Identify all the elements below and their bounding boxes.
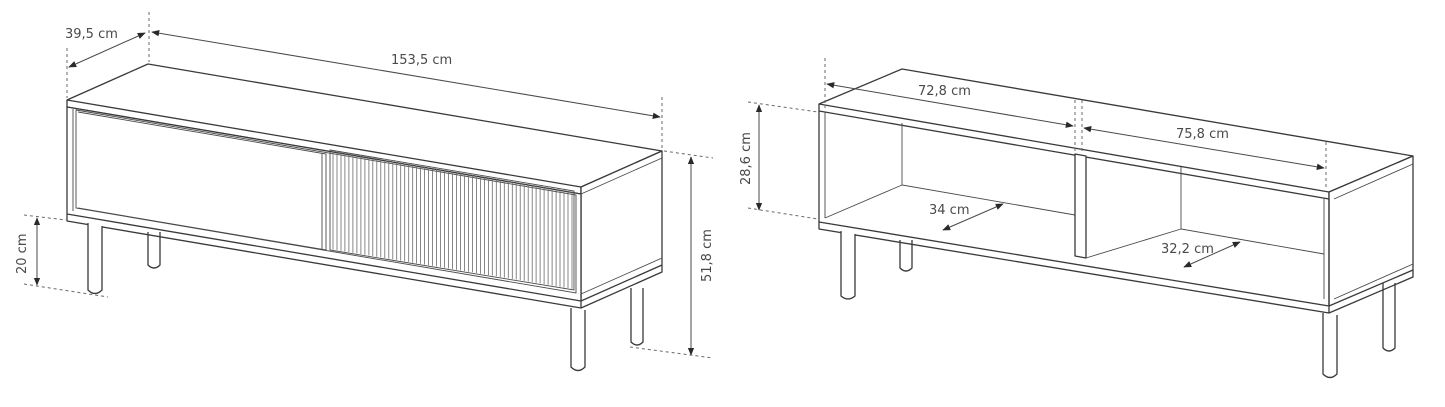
right-compartment-width-label: 75,8 cm [1176,127,1229,142]
total-height-label: 51,8 cm [700,229,715,282]
dimension-right-compartment-width: 75,8 cm [1081,100,1327,190]
dimension-inner-height: 28,6 cm [739,101,819,220]
dimension-depth: 39,5 cm [65,12,150,98]
dimension-total-height: 51,8 cm [629,150,715,359]
open-cabinet-view: 28,6 cm 72,8 cm 75,8 cm 34 cm [739,58,1414,379]
top-surface-open [818,68,1414,193]
dimension-width: 153,5 cm [151,30,663,150]
left-compartment-depth-label: 34 cm [929,203,970,218]
right-compartment-depth-label: 32,2 cm [1161,242,1214,257]
dimension-leg-height: 20 cm [15,214,109,298]
width-label: 153,5 cm [391,53,452,68]
dimension-left-compartment-depth: 34 cm [929,203,1004,231]
plain-door [77,111,327,251]
left-compartment-width-label: 72,8 cm [918,84,971,99]
dimension-right-compartment-depth: 32,2 cm [1161,241,1241,268]
depth-label: 39,5 cm [65,27,118,42]
middle-divider [1074,153,1087,259]
dimension-left-compartment-width: 72,8 cm [824,58,1076,152]
ribbed-door [329,149,575,291]
closed-cabinet-view: 39,5 cm 153,5 cm 20 cm 51,8 cm [15,12,715,372]
inner-height-label: 28,6 cm [739,132,754,185]
front-legs [87,223,586,372]
back-legs [147,232,644,346]
leg-height-label: 20 cm [15,234,30,275]
